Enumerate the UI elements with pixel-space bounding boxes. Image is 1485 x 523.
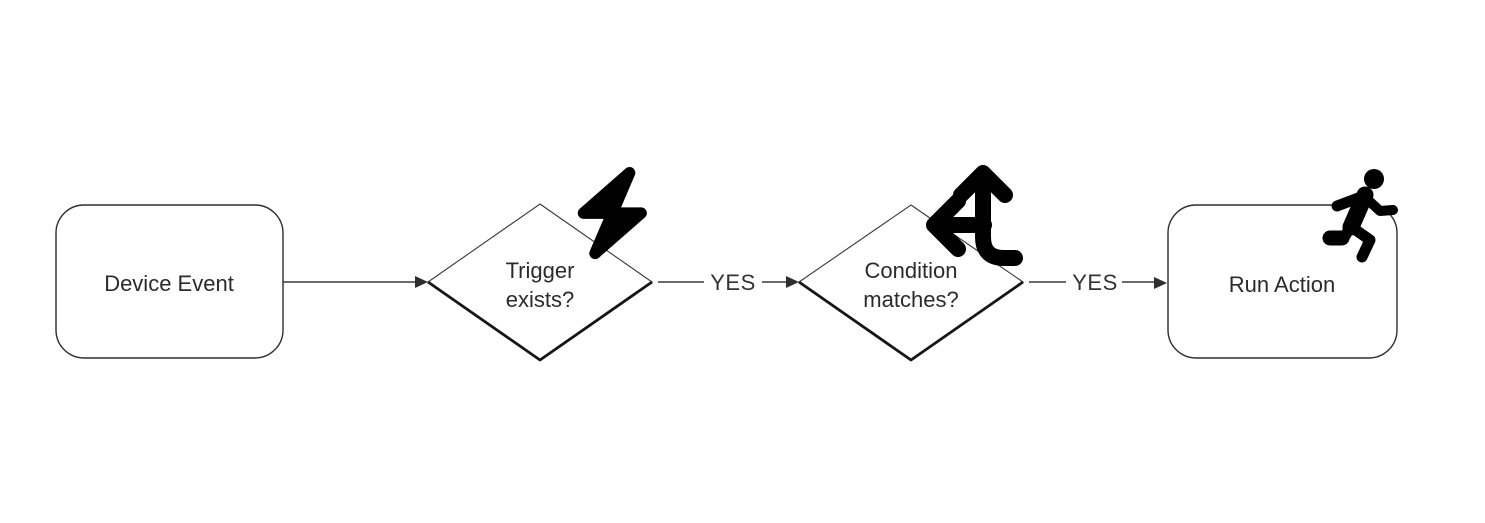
arrowhead-icon xyxy=(786,276,799,288)
condition-matches-label-line1: Condition xyxy=(865,258,958,283)
arrowhead-icon xyxy=(1154,277,1167,289)
condition-matches-diamond-bottom-edge xyxy=(798,280,1024,362)
split-arrows-stem xyxy=(975,173,1023,266)
runner-back-arm xyxy=(1363,195,1398,216)
node-trigger-exists: Trigger exists? xyxy=(427,166,653,362)
split-arrows-up-left-icon xyxy=(926,165,1023,266)
node-condition-matches: Condition matches? xyxy=(798,165,1024,362)
trigger-exists-label-line1: Trigger xyxy=(506,258,575,283)
node-device-event: Device Event xyxy=(55,204,284,359)
runner-head xyxy=(1364,169,1384,189)
device-event-label: Device Event xyxy=(104,271,234,296)
trigger-exists-diamond-bottom-edge xyxy=(427,280,653,362)
connector-event-to-trigger xyxy=(283,276,428,288)
lightning-bolt-icon xyxy=(577,166,647,260)
runner-front-arm xyxy=(1331,191,1367,212)
node-run-action: Run Action xyxy=(1167,169,1398,359)
runner-back-leg xyxy=(1347,222,1376,263)
edge-trigger-to-condition: YES xyxy=(658,270,799,295)
split-arrows-left-head xyxy=(926,193,966,257)
run-action-label: Run Action xyxy=(1229,272,1335,297)
condition-matches-label-line2: matches? xyxy=(863,287,958,312)
edge-label-yes-1: YES xyxy=(710,270,756,295)
edge-label-yes-2: YES xyxy=(1072,270,1118,295)
person-running-icon xyxy=(1322,169,1398,263)
arrowhead-icon xyxy=(415,276,428,288)
trigger-exists-label-line2: exists? xyxy=(506,287,574,312)
split-arrows-up-head xyxy=(953,165,1013,203)
edge-condition-to-action: YES xyxy=(1029,270,1167,295)
